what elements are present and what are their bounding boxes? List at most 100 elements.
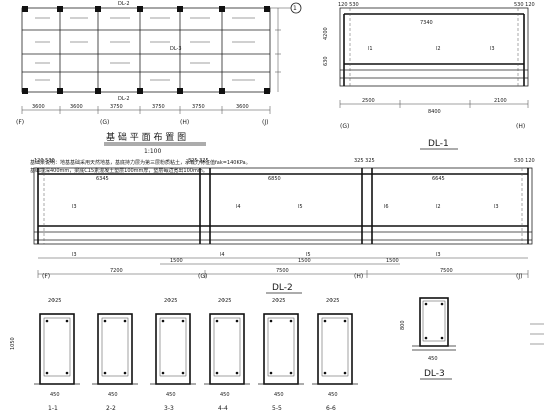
- dl2-span-1: 6345: [96, 176, 109, 182]
- dl2-grid-f: (F): [42, 273, 50, 280]
- dl2-grid-g: (G): [198, 273, 207, 280]
- dl2-bar-4: l6: [384, 204, 389, 210]
- notes-line-2: 基础埋深400mm，梁底C15素混凝土垫层100mm厚，垫层每边宽出100mm。: [30, 167, 208, 174]
- section-5-5: 2Φ25 450 5-5: [258, 298, 304, 412]
- section-6-detail: 2Φ25: [326, 298, 339, 304]
- dl2-bar-3: l5: [298, 204, 303, 210]
- section-4-detail: 2Φ25: [218, 298, 231, 304]
- section-1-height: 1050: [10, 337, 16, 350]
- notes-line-1: 基础梁说明：地基基础采用天然地基，基底持力层为第三层粉质粘土，承载力特征值fak…: [30, 159, 251, 166]
- dl2-top-dim-2: 325 325: [188, 158, 209, 164]
- plan-grid-j: (J): [262, 119, 268, 126]
- dl2-bot-label-3: l5: [306, 252, 311, 258]
- plan-beam-label-bottom: DL-2: [118, 96, 130, 102]
- dl2-dim-3: 7500: [440, 268, 453, 274]
- section-5-detail: 2Φ25: [272, 298, 285, 304]
- dl3-width: 450: [428, 356, 438, 362]
- plan-scale: 1:100: [144, 148, 161, 155]
- dl1-bar-1: l1: [368, 46, 373, 52]
- dl1-height: 4200: [323, 27, 329, 40]
- section-5-width: 450: [274, 392, 284, 398]
- dl2-title: DL-2: [272, 283, 293, 293]
- section-1-1: 2Φ25 450 1-1 1050: [10, 298, 80, 412]
- plan-grid-f: (F): [16, 119, 24, 126]
- dl2-grid-j: (J): [516, 273, 522, 280]
- dl2-sub-dim-1: 1500: [170, 258, 183, 264]
- plan-grid-g: (G): [100, 119, 109, 126]
- section-6-6: 2Φ25 450 6-6: [312, 298, 358, 412]
- dl1-bar-2: l2: [436, 46, 441, 52]
- dl2-top-dim-1: 120 530: [34, 158, 55, 164]
- beam-sections: 2Φ25 450 1-1 1050 450 2-2 2Φ25 450 3-3: [10, 298, 358, 412]
- plan-outline: [21, 7, 271, 93]
- dl1-height-2: 630: [323, 56, 329, 66]
- axis-number: 1: [293, 5, 297, 12]
- dl1-top-dim-left: 120 530: [338, 2, 359, 8]
- dl1-grid-g: (G): [340, 123, 349, 130]
- dl1-beam-elevation: 120 530 530 120 7340 l1 l2 l3 4200 630 2…: [323, 2, 535, 150]
- section-5-label: 5-5: [272, 405, 282, 412]
- section-2-label: 2-2: [106, 405, 116, 412]
- foundation-plan: DL-2 DL-2 DL-3 1 3600 3600 3750 3750 375…: [16, 1, 302, 155]
- plan-dim-3: 3750: [110, 104, 123, 110]
- section-1-detail: 2Φ25: [48, 298, 61, 304]
- dl2-bar-5: l2: [436, 204, 441, 210]
- dl1-bar-3: l3: [490, 46, 495, 52]
- section-3-label: 3-3: [164, 405, 174, 412]
- dl2-dim-1: 7200: [110, 268, 123, 274]
- section-1-width: 450: [50, 392, 60, 398]
- section-6-label: 6-6: [326, 405, 336, 412]
- plan-dim-1: 3600: [32, 104, 45, 110]
- dl1-top-dim-right: 530 120: [514, 2, 535, 8]
- dl3-section: 800 450 DL-3: [400, 297, 544, 380]
- section-2-2: 450 2-2: [92, 313, 138, 412]
- plan-dim-4: 3750: [152, 104, 165, 110]
- dl1-span: 7340: [420, 20, 433, 26]
- section-4-width: 450: [220, 392, 230, 398]
- dl2-sub-dim-3: 1500: [386, 258, 399, 264]
- plan-title: 基 础 平 面 布 置 图: [106, 131, 186, 143]
- dl3-outline: [419, 297, 449, 347]
- dl2-sub-dim-2: 1500: [298, 258, 311, 264]
- dl2-dim-2: 7500: [276, 268, 289, 274]
- dl1-title: DL-1: [428, 139, 449, 149]
- dl2-top-dim-3: 325 325: [354, 158, 375, 164]
- section-4-label: 4-4: [218, 405, 228, 412]
- plan-beam-label-mid: DL-3: [170, 46, 182, 52]
- section-6-width: 450: [328, 392, 338, 398]
- dl3-title: DL-3: [424, 369, 445, 379]
- plan-beam-label-top: DL-2: [118, 1, 130, 7]
- plan-dim-5: 3750: [192, 104, 205, 110]
- dl1-dim-3: 2100: [494, 98, 507, 104]
- section-3-detail: 2Φ25: [164, 298, 177, 304]
- dl2-bar-2: l4: [236, 204, 241, 210]
- section-2-width: 450: [108, 392, 118, 398]
- dl2-bot-label-2: l4: [220, 252, 225, 258]
- dl2-span-2: 6850: [268, 176, 281, 182]
- dl1-dim-1: 2500: [362, 98, 375, 104]
- section-3-3: 2Φ25 450 3-3: [150, 298, 196, 412]
- dl2-bar-6: l3: [494, 204, 499, 210]
- dl2-top-dim-4: 530 120: [514, 158, 535, 164]
- section-3-width: 450: [166, 392, 176, 398]
- plan-grid-h: (H): [180, 119, 189, 126]
- dl3-height: 800: [400, 320, 406, 330]
- plan-dim-2: 3600: [70, 104, 83, 110]
- dl1-outline: [339, 7, 529, 87]
- dl1-dim-2: 8400: [428, 109, 441, 115]
- dl2-bar-1: l3: [72, 204, 77, 210]
- section-1-label: 1-1: [48, 405, 58, 412]
- dl2-span-3: 6645: [432, 176, 445, 182]
- dl2-bot-label-4: l3: [436, 252, 441, 258]
- dl2-bot-label-1: l3: [72, 252, 77, 258]
- dl1-grid-h: (H): [516, 123, 525, 130]
- plan-dim-6: 3600: [236, 104, 249, 110]
- section-4-4: 2Φ25 450 4-4: [204, 298, 250, 412]
- dl2-outline: [33, 167, 533, 245]
- plan-columns: [22, 6, 270, 94]
- dl2-beam-elevation: 120 530 325 325 325 325 530 120 6345 685…: [33, 158, 535, 294]
- design-notes: 基础梁说明：地基基础采用天然地基，基底持力层为第三层粉质粘土，承载力特征值fak…: [30, 159, 251, 174]
- dl2-grid-h: (H): [354, 273, 363, 280]
